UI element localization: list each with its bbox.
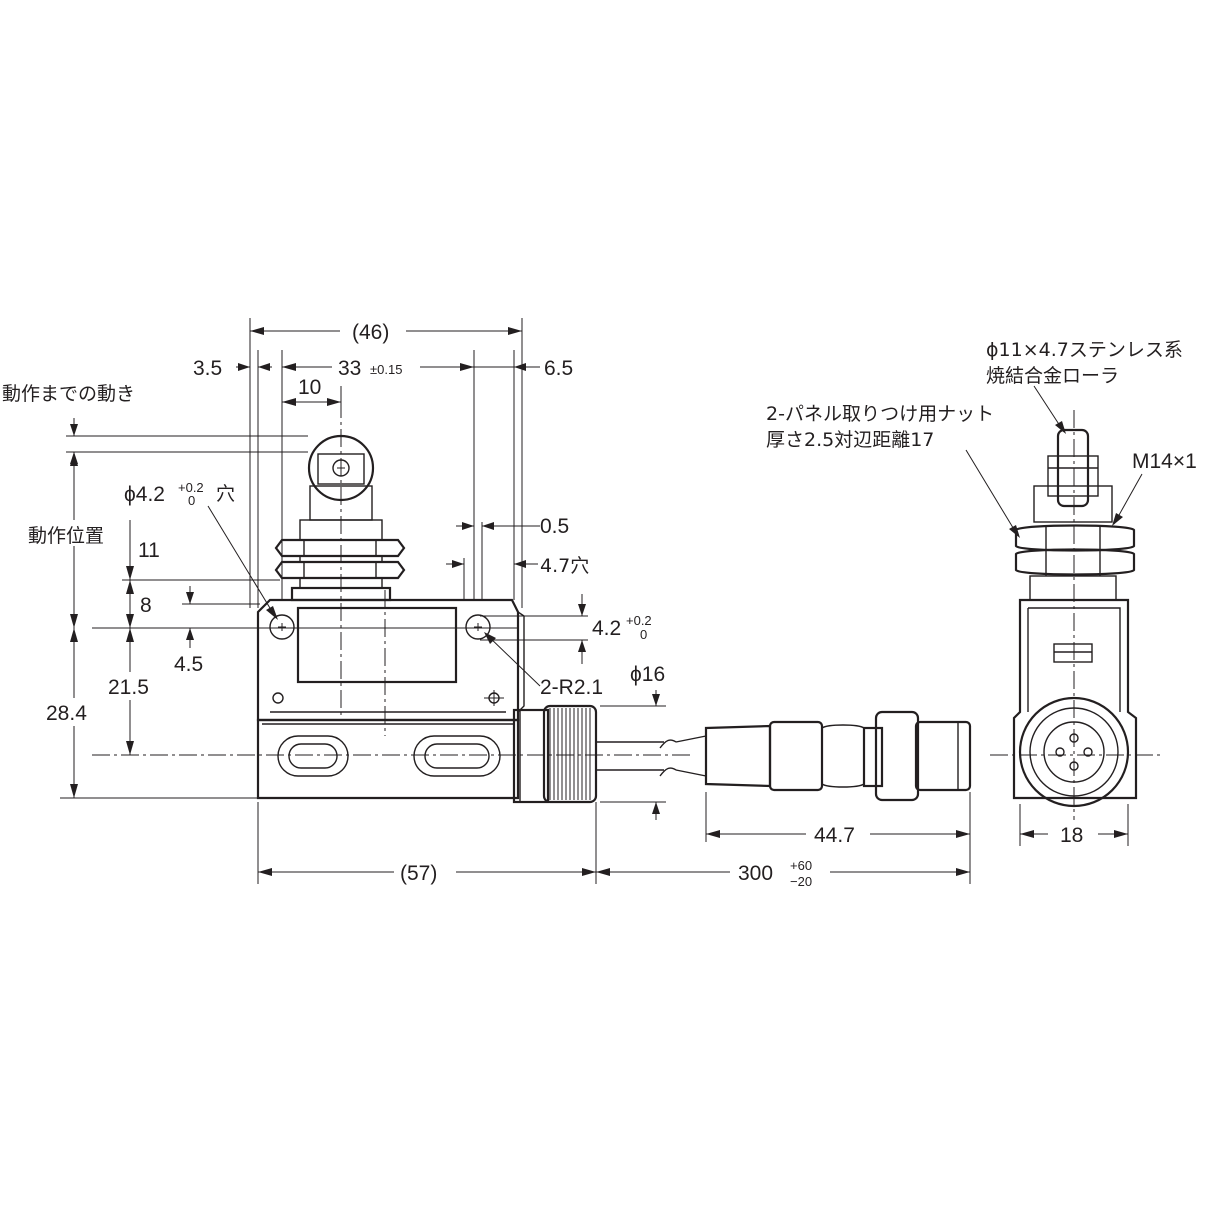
roller-note-line2: 焼結合金ローラ [986,365,1119,387]
dim-4-7-hole: 4.7穴 [540,555,589,577]
operating-position-label: 動作位置 [28,525,104,547]
dim-46: (46) [352,321,389,344]
dim-21-5: 21.5 [108,676,149,699]
nut-note-line1: 2-パネル取りつけ用ナット [766,403,994,425]
dim-57: (57) [400,862,437,885]
radius-label: 2-R2.1 [540,676,603,699]
cable-tol-upper: +60 [790,858,812,873]
hole-suffix: 穴 [216,483,235,505]
dim-33-tolerance: ±0.15 [370,362,402,377]
dimension-lines [70,327,1128,876]
center-lines [92,400,1160,820]
dimension-texts: (46) 3.5 33 ±0.15 6.5 10 ϕ4.2 +0.2 0 穴 0… [46,321,1083,889]
slot-height: 4.2 [592,617,621,640]
dim-3-5: 3.5 [193,357,222,380]
slot-tol-lower: 0 [640,627,647,642]
annotation-texts: 動作までの動き 動作位置 ϕ11×4.7ステンレス系 焼結合金ローラ 2-パネル… [2,339,1197,547]
phi-16: ϕ16 [630,663,665,686]
actuator-assembly [274,434,406,602]
knurl-lines [549,708,591,800]
hole-tol-lower: 0 [188,493,195,508]
side-view [1012,428,1138,808]
dim-18: 18 [1060,824,1083,847]
slot-tol-upper: +0.2 [626,613,652,628]
dim-0-5: 0.5 [540,515,569,538]
dim-6-5: 6.5 [544,357,573,380]
hole-diameter: ϕ4.2 [124,483,165,506]
dim-4-5: 4.5 [174,653,203,676]
dim-300: 300 [738,862,773,885]
dim-28-4: 28.4 [46,702,87,725]
nut-note-line2: 厚さ2.5対辺距離17 [766,429,934,451]
dim-11: 11 [138,539,160,562]
hole-tol-upper: +0.2 [178,480,204,495]
leader-lines [207,385,1143,687]
pretravel-label: 動作までの動き [2,383,135,405]
dim-44-7: 44.7 [814,824,855,847]
switch-body [256,598,525,800]
dim-33: 33 [338,357,361,380]
cable-assembly [512,704,972,804]
roller-note-line1: ϕ11×4.7ステンレス系 [986,339,1183,361]
cable-tol-lower: −20 [790,874,812,889]
thread-label: M14×1 [1132,450,1197,473]
dim-10: 10 [298,376,321,399]
dim-8: 8 [140,594,152,617]
